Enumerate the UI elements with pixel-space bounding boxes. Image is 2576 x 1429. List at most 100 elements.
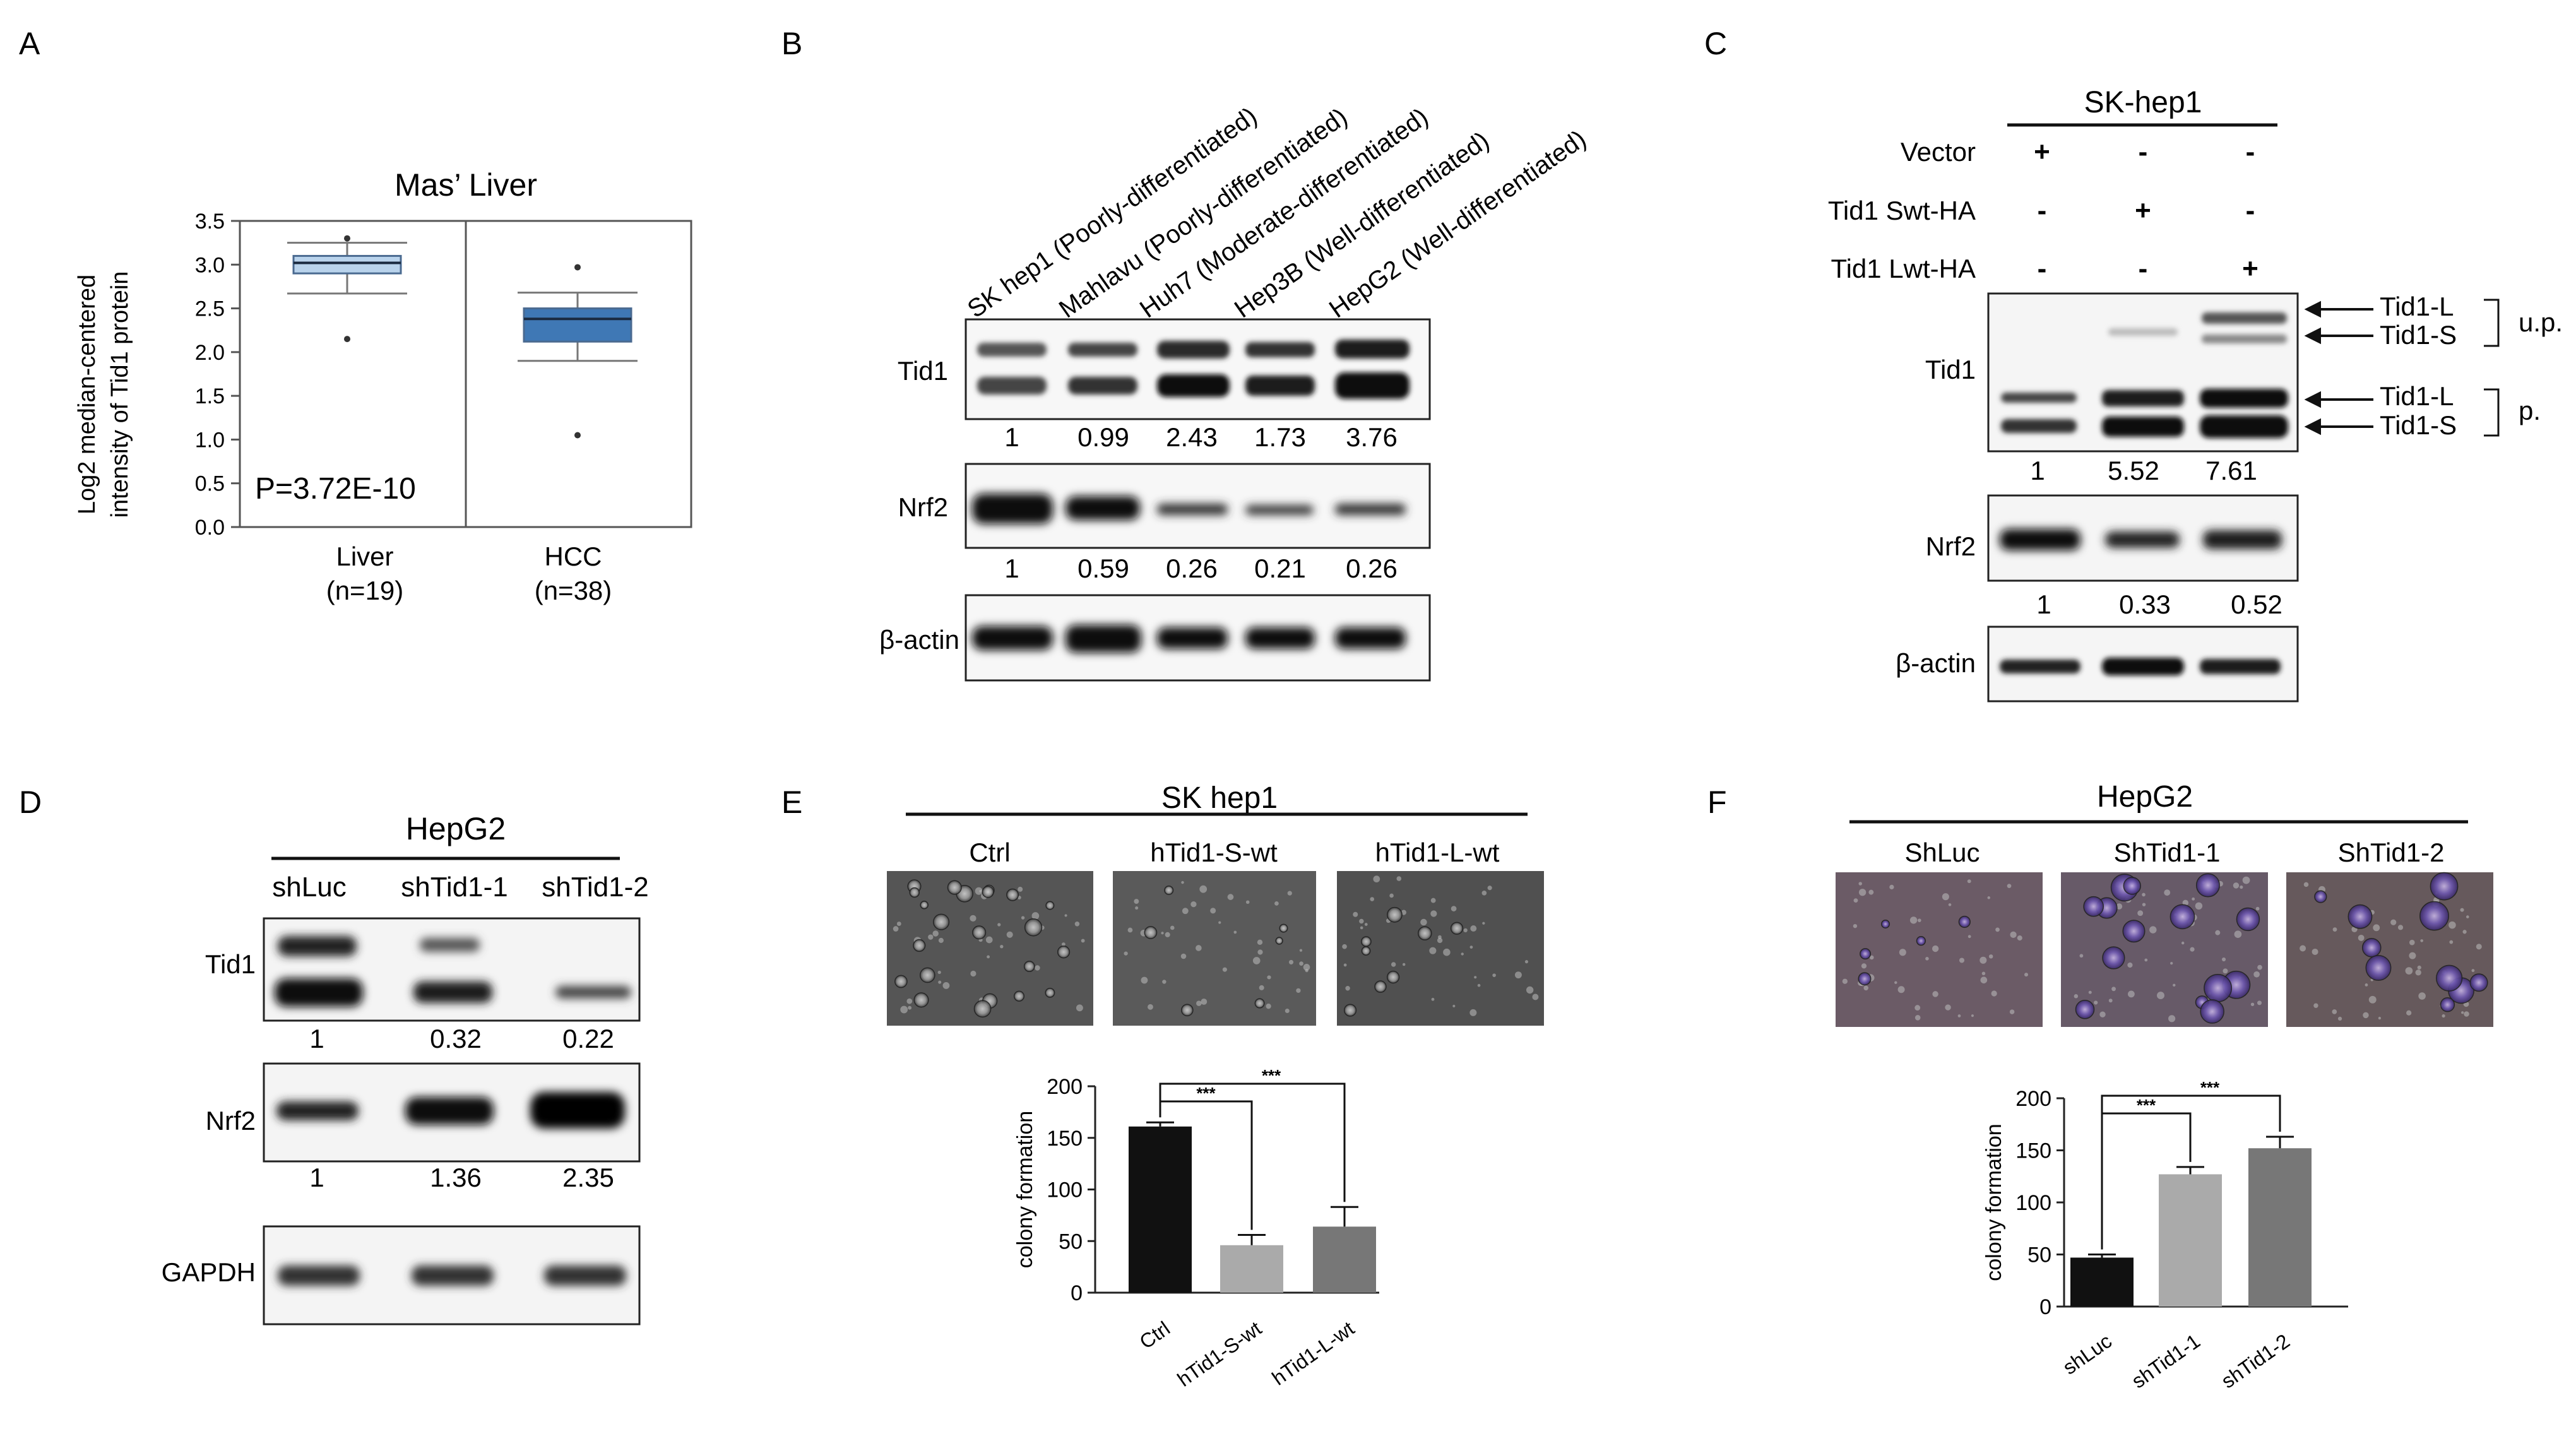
panel-c-label-s-up: Tid1-S xyxy=(2380,320,2457,350)
panel-d-header: HepG2 xyxy=(406,811,506,846)
panel-e-img-label-2: hTid1-S-wt xyxy=(1150,838,1278,867)
panel-d-nrf2-quant-3: 2.35 xyxy=(562,1163,614,1192)
colony-speck xyxy=(1443,948,1451,956)
colony xyxy=(1013,990,1025,1002)
colony xyxy=(2469,973,2488,992)
colony xyxy=(1360,936,1372,947)
colony-speck xyxy=(2417,965,2421,969)
colony-speck xyxy=(1343,963,1347,967)
panel-b-bands-tid1 xyxy=(977,340,1410,399)
colony-speck xyxy=(2409,939,2415,946)
panel-c-bracket-p xyxy=(2484,388,2500,437)
colony xyxy=(2440,997,2455,1012)
colony-speck xyxy=(938,937,944,943)
panel-b-tid1-quant-2: 0.99 xyxy=(1077,422,1129,452)
panel-d-blot-label-gapdh: GAPDH xyxy=(162,1257,256,1287)
colony-speck xyxy=(2157,992,2164,1000)
colony-speck xyxy=(2390,919,2397,925)
panel-b-tid1-quant-1: 1 xyxy=(1004,422,1019,452)
panel-f-img-label-2: ShTid1-1 xyxy=(2114,838,2221,867)
colony xyxy=(1180,1004,1194,1017)
sig-stars: *** xyxy=(1262,1066,1281,1085)
colony-speck xyxy=(1299,961,1303,966)
colony xyxy=(2204,973,2233,1002)
colony-speck xyxy=(997,923,1001,927)
colony-speck xyxy=(2116,903,2123,910)
colony-speck xyxy=(1492,973,1496,977)
y-tick-label: 0.5 xyxy=(195,472,225,496)
x-tick-label: shTid1-2 xyxy=(2217,1329,2294,1392)
panel-e-images xyxy=(887,871,1544,1026)
colony-speck xyxy=(1127,927,1133,933)
colony-speck xyxy=(1469,946,1473,949)
colony-speck xyxy=(1524,960,1529,964)
panel-c-tid1-quant-3: 7.61 xyxy=(2205,456,2257,485)
colony-speck xyxy=(1035,965,1040,971)
colony-speck xyxy=(1296,988,1301,993)
colony-speck xyxy=(1861,963,1867,969)
panel-b-bands-actin xyxy=(972,625,1406,653)
colony-speck xyxy=(2363,1012,2369,1019)
colony-speck xyxy=(2461,1011,2464,1014)
colony-speck xyxy=(2460,908,2464,912)
colony xyxy=(1860,948,1872,960)
colony-speck xyxy=(2009,1009,2015,1014)
colony xyxy=(1386,970,1400,984)
colony-speck xyxy=(1196,945,1202,951)
colony-speck xyxy=(900,1005,908,1014)
colony xyxy=(1374,980,1387,993)
panel-letter-e: E xyxy=(781,785,802,820)
colony-speck xyxy=(1252,957,1261,964)
panel-c-blot-label-nrf2: Nrf2 xyxy=(1926,531,1976,561)
colony-speck xyxy=(1452,1004,1456,1007)
panel-b-tid1-quant-4: 1.73 xyxy=(1254,422,1306,452)
colony-speck xyxy=(2007,884,2012,888)
panel-d-blot-label-tid1: Tid1 xyxy=(205,949,256,979)
colony-speck xyxy=(893,926,899,932)
panel-c-label-l-p: Tid1-L xyxy=(2380,381,2454,411)
colony xyxy=(2361,938,2382,958)
colony xyxy=(2365,955,2392,981)
y-tick-label: 0.0 xyxy=(195,516,225,540)
colony-speck xyxy=(2303,882,2309,887)
panel-b-tid1-quant-5: 3.76 xyxy=(1346,422,1398,452)
bar-shluc xyxy=(2070,1257,2134,1307)
colony-speck xyxy=(975,887,983,895)
panel-a-pvalue: P=3.72E-10 xyxy=(255,472,416,506)
panel-a-boxes xyxy=(287,235,638,439)
colony xyxy=(1279,923,1288,933)
box-hcc xyxy=(523,307,632,343)
panel-c-nrf2-quant-1: 1 xyxy=(2036,590,2051,619)
colony-speck xyxy=(2313,1003,2318,1008)
colony-speck xyxy=(2255,906,2260,911)
colony-speck xyxy=(2337,1016,2342,1021)
colony-speck xyxy=(1858,889,1867,896)
panel-a-title: Mas’ Liver xyxy=(395,167,537,203)
colony-speck xyxy=(1061,942,1065,946)
colony-speck xyxy=(1853,923,1858,928)
panel-d-lane-1: shLuc xyxy=(272,872,346,903)
panel-c-label-p: p. xyxy=(2519,396,2541,425)
colony xyxy=(1343,1004,1357,1017)
colony-speck xyxy=(2195,902,2203,910)
colony-speck xyxy=(1285,1008,1290,1014)
colony xyxy=(982,886,994,898)
colony-speck xyxy=(1991,990,1997,997)
y-tick-label: 3.0 xyxy=(195,253,225,277)
colony-speck xyxy=(1909,916,1918,924)
colony-speck xyxy=(908,1005,912,1010)
panel-d-lane-2: shTid1-1 xyxy=(401,872,508,903)
colony-speck xyxy=(928,934,934,940)
colony-speck xyxy=(1006,931,1013,938)
colony-speck xyxy=(2168,1015,2176,1023)
colony-speck xyxy=(1470,925,1477,932)
panel-b-blot-label-actin: β-actin xyxy=(879,625,959,655)
colony-speck xyxy=(2415,969,2421,976)
colony-speck xyxy=(1897,986,1905,993)
bar-htid1-s-wt xyxy=(1220,1245,1283,1293)
colony-speck xyxy=(942,981,950,989)
panel-b-nrf2-quant-4: 0.21 xyxy=(1254,554,1306,583)
colony-speck xyxy=(1245,900,1250,904)
y-tick-label: 150 xyxy=(1047,1127,1083,1151)
colony-speck xyxy=(1000,944,1004,949)
